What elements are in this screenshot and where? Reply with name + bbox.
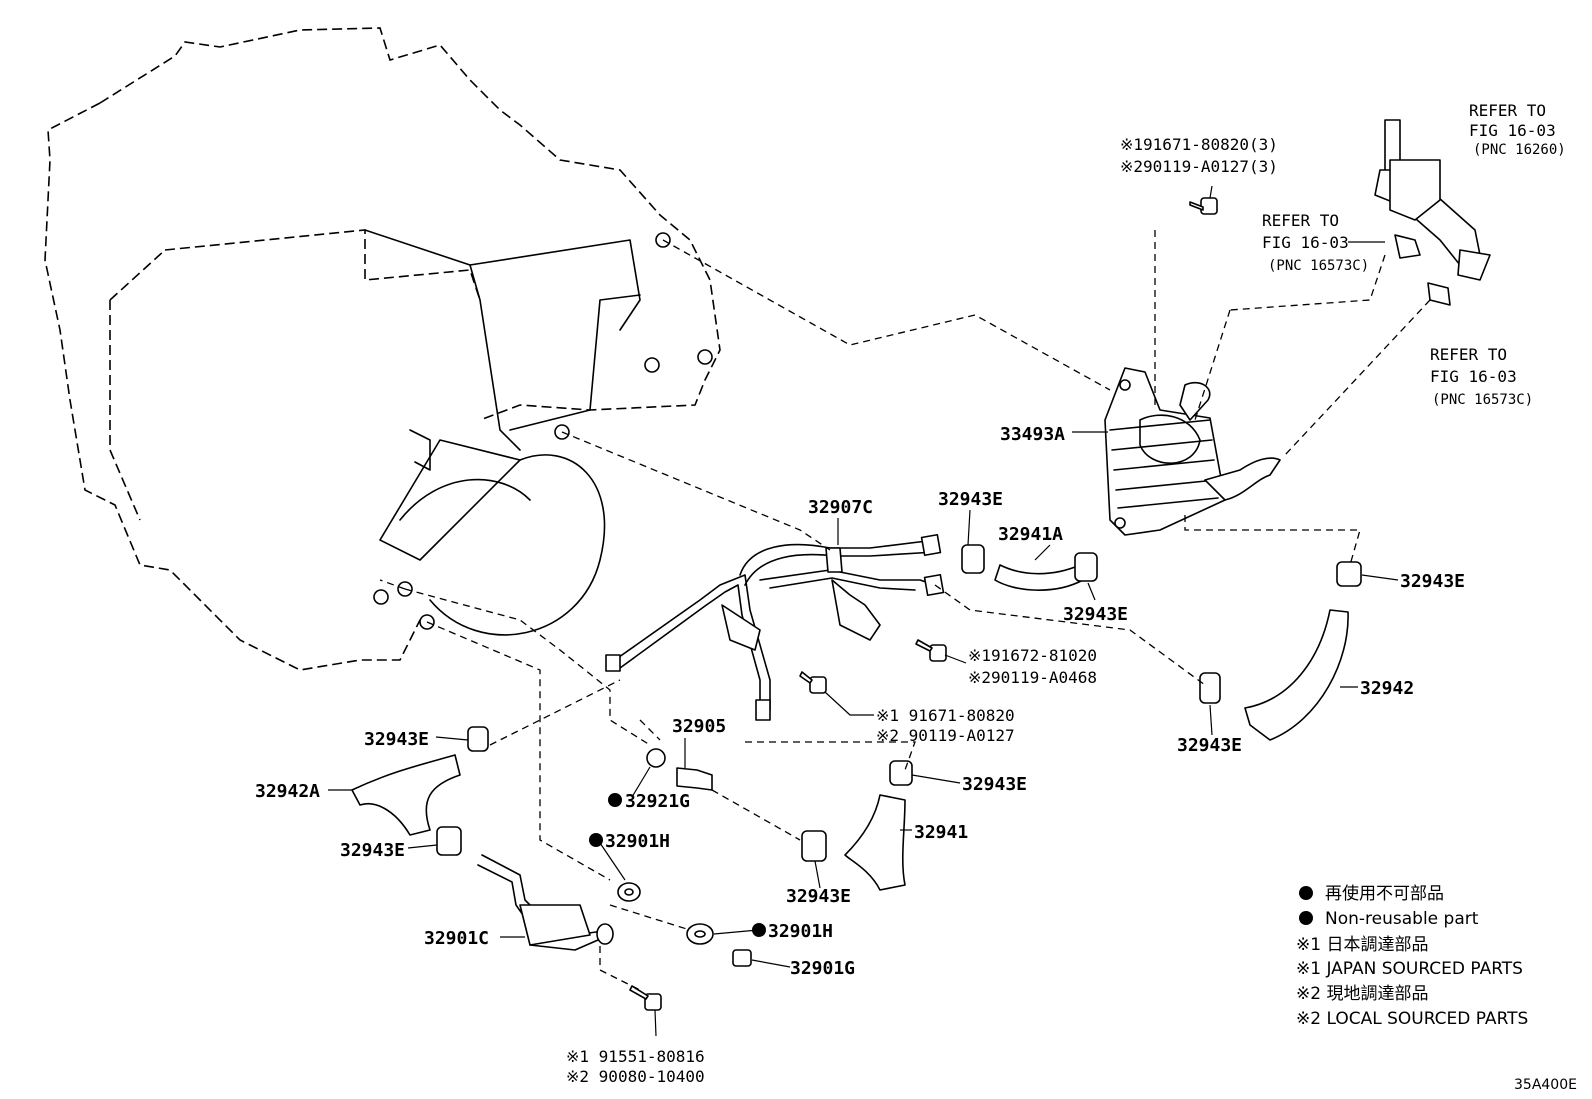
- svg-text:REFER TO: REFER TO: [1469, 101, 1546, 120]
- non-reusable-dot-icon: [1299, 911, 1313, 925]
- bolt-number-mid-2: ※290119-A0468: [968, 668, 1097, 687]
- label-32901C: 32901C: [424, 928, 489, 949]
- refer-note-16260: REFER TO FIG 16-03 (PNC 16260): [1469, 101, 1566, 158]
- legend-item: ※1 日本調達部品: [1296, 935, 1428, 955]
- label-32942A: 32942A: [255, 781, 320, 802]
- label-32943E: 32943E: [340, 840, 405, 861]
- bolt-number-top-1: ※191671-80820(3): [1120, 135, 1278, 154]
- leader-lines: [328, 185, 1399, 1037]
- svg-text:32901H: 32901H: [768, 921, 833, 942]
- svg-text:(PNC 16573C): (PNC 16573C): [1432, 392, 1533, 408]
- label-32907C: 32907C: [808, 497, 873, 518]
- part-labels: 33493A 32907C 32943E 32941A 32943E 32943…: [255, 424, 1465, 979]
- label-32943E: 32943E: [938, 489, 1003, 510]
- svg-text:REFER TO: REFER TO: [1430, 345, 1507, 364]
- label-33493A: 33493A: [1000, 424, 1065, 445]
- svg-text:32921G: 32921G: [625, 791, 690, 812]
- label-32941A: 32941A: [998, 524, 1063, 545]
- label-32901H: 32901H: [589, 831, 670, 852]
- pipe-assembly-32907C: [605, 533, 945, 721]
- svg-text:32901H: 32901H: [605, 831, 670, 852]
- label-32943E: 32943E: [962, 774, 1027, 795]
- svg-text:(PNC 16573C): (PNC 16573C): [1268, 258, 1369, 274]
- bolt-number-mid-1: ※191672-81020: [968, 646, 1097, 665]
- label-32943E: 32943E: [786, 886, 851, 907]
- refer-note-16573C-upper: REFER TO FIG 16-03 (PNC 16573C): [1262, 211, 1369, 274]
- legend-item: ※2 LOCAL SOURCED PARTS: [1296, 1009, 1528, 1029]
- label-32943E: 32943E: [364, 729, 429, 750]
- non-reusable-dot-icon: [1299, 886, 1313, 900]
- label-32921G: 32921G: [608, 791, 690, 812]
- transmission-housing: [44, 27, 721, 671]
- label-32943E: 32943E: [1400, 571, 1465, 592]
- legend: 再使用不可部品 Non-reusable part ※1 日本調達部品 ※1 J…: [1296, 883, 1528, 1029]
- legend-item: ※2 現地調達部品: [1296, 984, 1428, 1004]
- bolt-number-low-1: ※1 91671-80820: [876, 706, 1015, 725]
- label-32905: 32905: [672, 716, 726, 737]
- hoses-and-clamps: [351, 197, 1362, 1011]
- label-32901H: 32901H: [752, 921, 833, 942]
- refer-note-16573C-lower: REFER TO FIG 16-03 (PNC 16573C): [1430, 345, 1533, 408]
- svg-text:FIG 16-03: FIG 16-03: [1430, 367, 1517, 386]
- label-32943E: 32943E: [1177, 735, 1242, 756]
- label-32942: 32942: [1360, 678, 1414, 699]
- bolt-numbers: ※191671-80820(3) ※290119-A0127(3) ※19167…: [566, 135, 1278, 1086]
- upper-hoses: [1374, 119, 1491, 306]
- dashed-leaders: [379, 230, 1431, 991]
- label-32941: 32941: [914, 822, 968, 843]
- svg-text:REFER TO: REFER TO: [1262, 211, 1339, 230]
- svg-text:(PNC 16260): (PNC 16260): [1473, 142, 1566, 158]
- legend-item: 再使用不可部品: [1325, 883, 1444, 904]
- bolt-number-bot-2: ※2 90080-10400: [566, 1067, 705, 1086]
- svg-text:FIG 16-03: FIG 16-03: [1262, 233, 1349, 252]
- legend-item: Non-reusable part: [1325, 909, 1479, 929]
- label-32901G: 32901G: [790, 958, 855, 979]
- bolt-number-low-2: ※2 90119-A0127: [876, 726, 1015, 745]
- bolt-number-top-2: ※290119-A0127(3): [1120, 157, 1278, 176]
- legend-item: ※1 JAPAN SOURCED PARTS: [1296, 959, 1523, 979]
- svg-text:FIG 16-03: FIG 16-03: [1469, 121, 1556, 140]
- figure-code: 35A400E: [1514, 1077, 1577, 1093]
- oil-cooler: [1104, 367, 1281, 536]
- label-32943E: 32943E: [1063, 604, 1128, 625]
- bolt-number-bot-1: ※1 91551-80816: [566, 1047, 705, 1066]
